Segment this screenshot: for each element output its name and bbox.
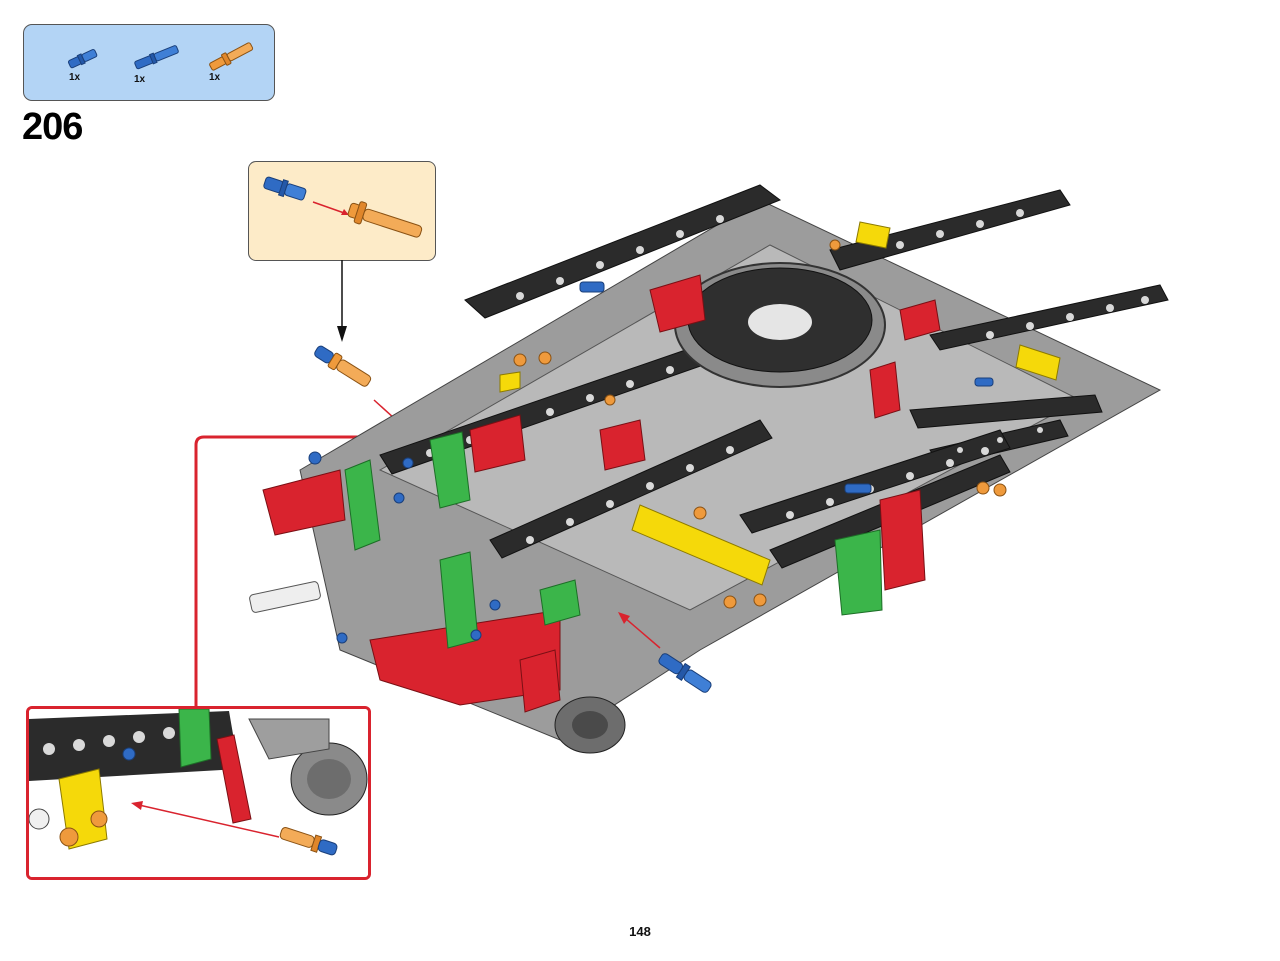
inset-illustration [29, 709, 368, 877]
parts-list-box: 1x 1x 1x [23, 24, 275, 101]
blue-pin-part-icon [67, 49, 98, 69]
axle-shaft [249, 581, 321, 613]
blue-orange-pin-assembly [314, 345, 372, 387]
inset-connector-line [194, 435, 390, 706]
part-quantity: 1x [69, 72, 81, 83]
page-number: 148 [629, 924, 651, 939]
part-quantity: 1x [209, 72, 221, 83]
inset-arrow [138, 804, 280, 838]
pin-assembly-illustration [263, 176, 423, 238]
step-number: 206 [22, 106, 83, 148]
detail-inset [26, 706, 371, 880]
blue-pin-insert [658, 653, 712, 693]
orange-pin-part-icon [209, 42, 254, 71]
blue-long-pin-part-icon [134, 45, 179, 70]
subassembly-callout [248, 161, 436, 261]
insert-arrow [624, 617, 661, 649]
part-quantity: 1x [134, 74, 146, 85]
